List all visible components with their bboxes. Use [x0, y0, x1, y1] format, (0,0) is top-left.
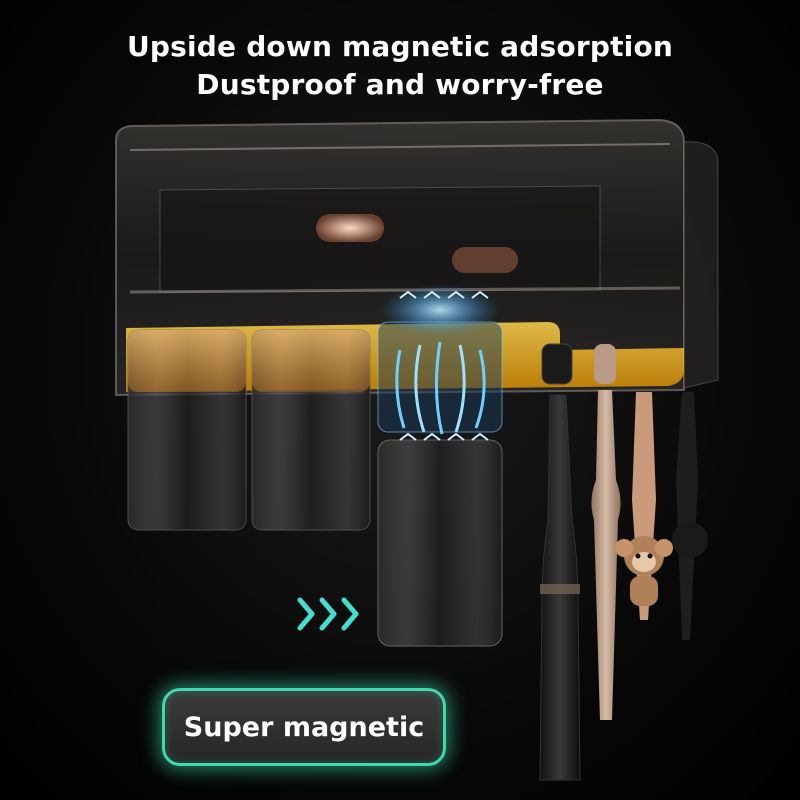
- storage-case: [115, 118, 719, 397]
- badge-label: Super magnetic: [183, 711, 425, 743]
- headline-line-2: Dustproof and worry-free: [196, 68, 604, 101]
- headline-line-1: Upside down magnetic adsorption: [126, 30, 674, 63]
- chevron-right-triple-icon: [297, 597, 359, 631]
- indicator-window-right: [452, 247, 518, 273]
- manual-toothbrush-dark: [672, 392, 708, 640]
- indicator-window-left: [316, 214, 384, 242]
- super-magnetic-badge: Super magnetic: [162, 688, 446, 766]
- cup-2: [251, 329, 371, 531]
- electric-toothbrush: [539, 343, 581, 781]
- cup-3-detached: [377, 321, 503, 647]
- manual-toothbrush-beige: [591, 344, 621, 720]
- magnetic-field-icon: [380, 284, 500, 441]
- cup-1: [127, 329, 247, 531]
- kids-toothbrush-monkey: [615, 392, 673, 620]
- headline: Upside down magnetic adsorption Dustproo…: [0, 28, 800, 104]
